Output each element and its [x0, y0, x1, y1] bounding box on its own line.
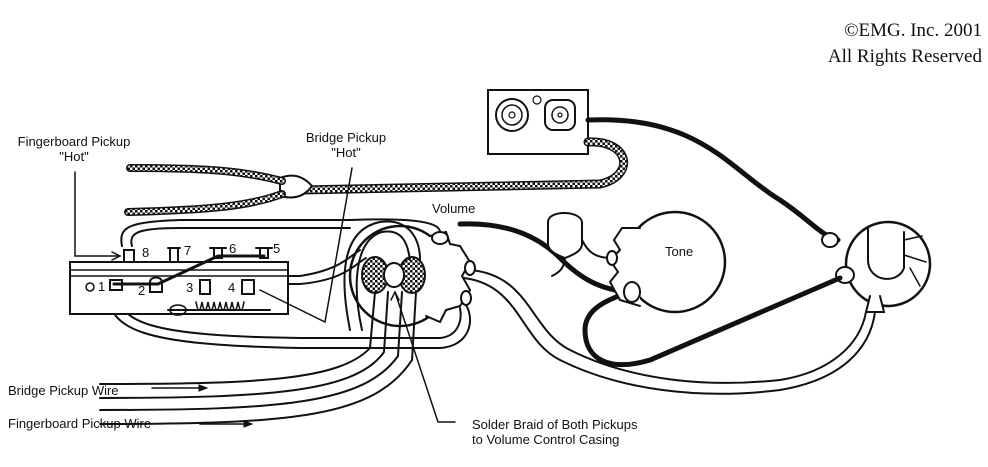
rights-line: All Rights Reserved	[827, 46, 982, 67]
volume-label: Volume	[432, 201, 476, 216]
bridge-hot-leader	[259, 167, 353, 324]
bridge-hot-label-line2: "Hot"	[331, 145, 361, 160]
solder-leader	[394, 291, 456, 423]
tone-label: Tone	[665, 244, 694, 259]
terminal-6: 6	[229, 241, 236, 256]
terminal-1: 1	[98, 279, 105, 294]
terminal-4: 4	[228, 280, 235, 295]
bridge-wire-label: Bridge Pickup Wire	[8, 383, 119, 398]
volume-pot	[348, 224, 476, 328]
fingerboard-hot-label-line2: "Hot"	[59, 149, 89, 164]
tone-capacitor	[547, 212, 613, 277]
terminal-7: 7	[184, 243, 191, 258]
output-jack	[821, 220, 932, 313]
bridge-hot-label-line1: Bridge Pickup	[305, 130, 387, 145]
fingerboard-hot-leader	[74, 171, 119, 257]
pickup-selector-switch	[69, 247, 289, 316]
bridge-hot-label: Bridge Pickup "Hot"	[296, 130, 396, 160]
solder-braid-label-line2: to Volume Control Casing	[472, 432, 620, 447]
solder-braid-label-line1: Solder Braid of Both Pickups	[472, 417, 638, 432]
terminal-8: 8	[142, 245, 149, 260]
terminal-2: 2	[138, 283, 145, 298]
cable-junction-sleeve	[279, 174, 314, 199]
tone-pot	[606, 210, 727, 314]
terminal-3: 3	[186, 280, 193, 295]
solder-braid-label: Solder Braid of Both Pickups to Volume C…	[472, 417, 637, 447]
copyright-line: ©EMG. Inc. 2001	[844, 20, 982, 41]
fingerboard-hot-label: Fingerboard Pickup "Hot"	[4, 134, 144, 164]
fingerboard-hot-label-line1: Fingerboard Pickup	[17, 134, 131, 149]
jack-hot-wire	[585, 117, 841, 243]
terminal-5: 5	[273, 241, 280, 256]
fingerboard-wire-label: Fingerboard Pickup Wire	[8, 416, 152, 431]
output-jack-plate	[487, 89, 589, 155]
